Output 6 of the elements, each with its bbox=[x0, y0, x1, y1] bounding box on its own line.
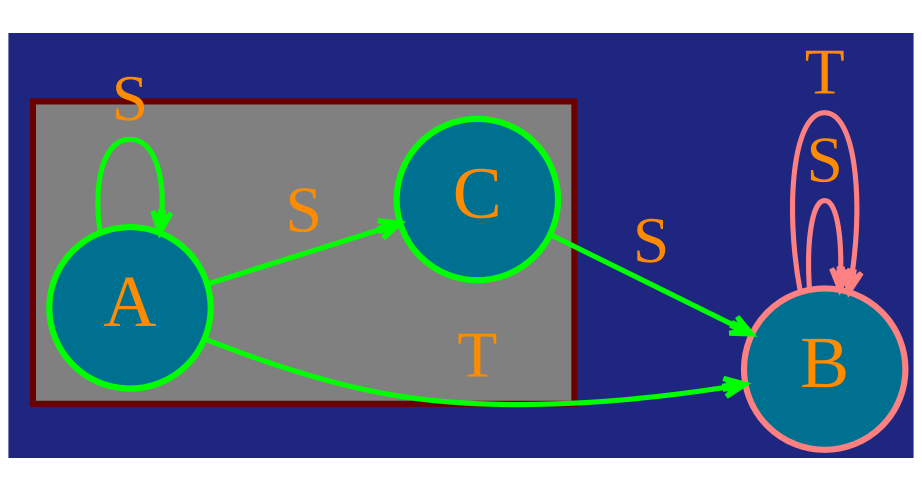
edge-label: T bbox=[804, 36, 845, 108]
edge-label: S bbox=[806, 124, 843, 196]
edge-label: S bbox=[285, 174, 322, 246]
edge-label: S bbox=[632, 205, 670, 278]
edge-label: S bbox=[112, 63, 148, 136]
edge-label: T bbox=[457, 319, 498, 392]
